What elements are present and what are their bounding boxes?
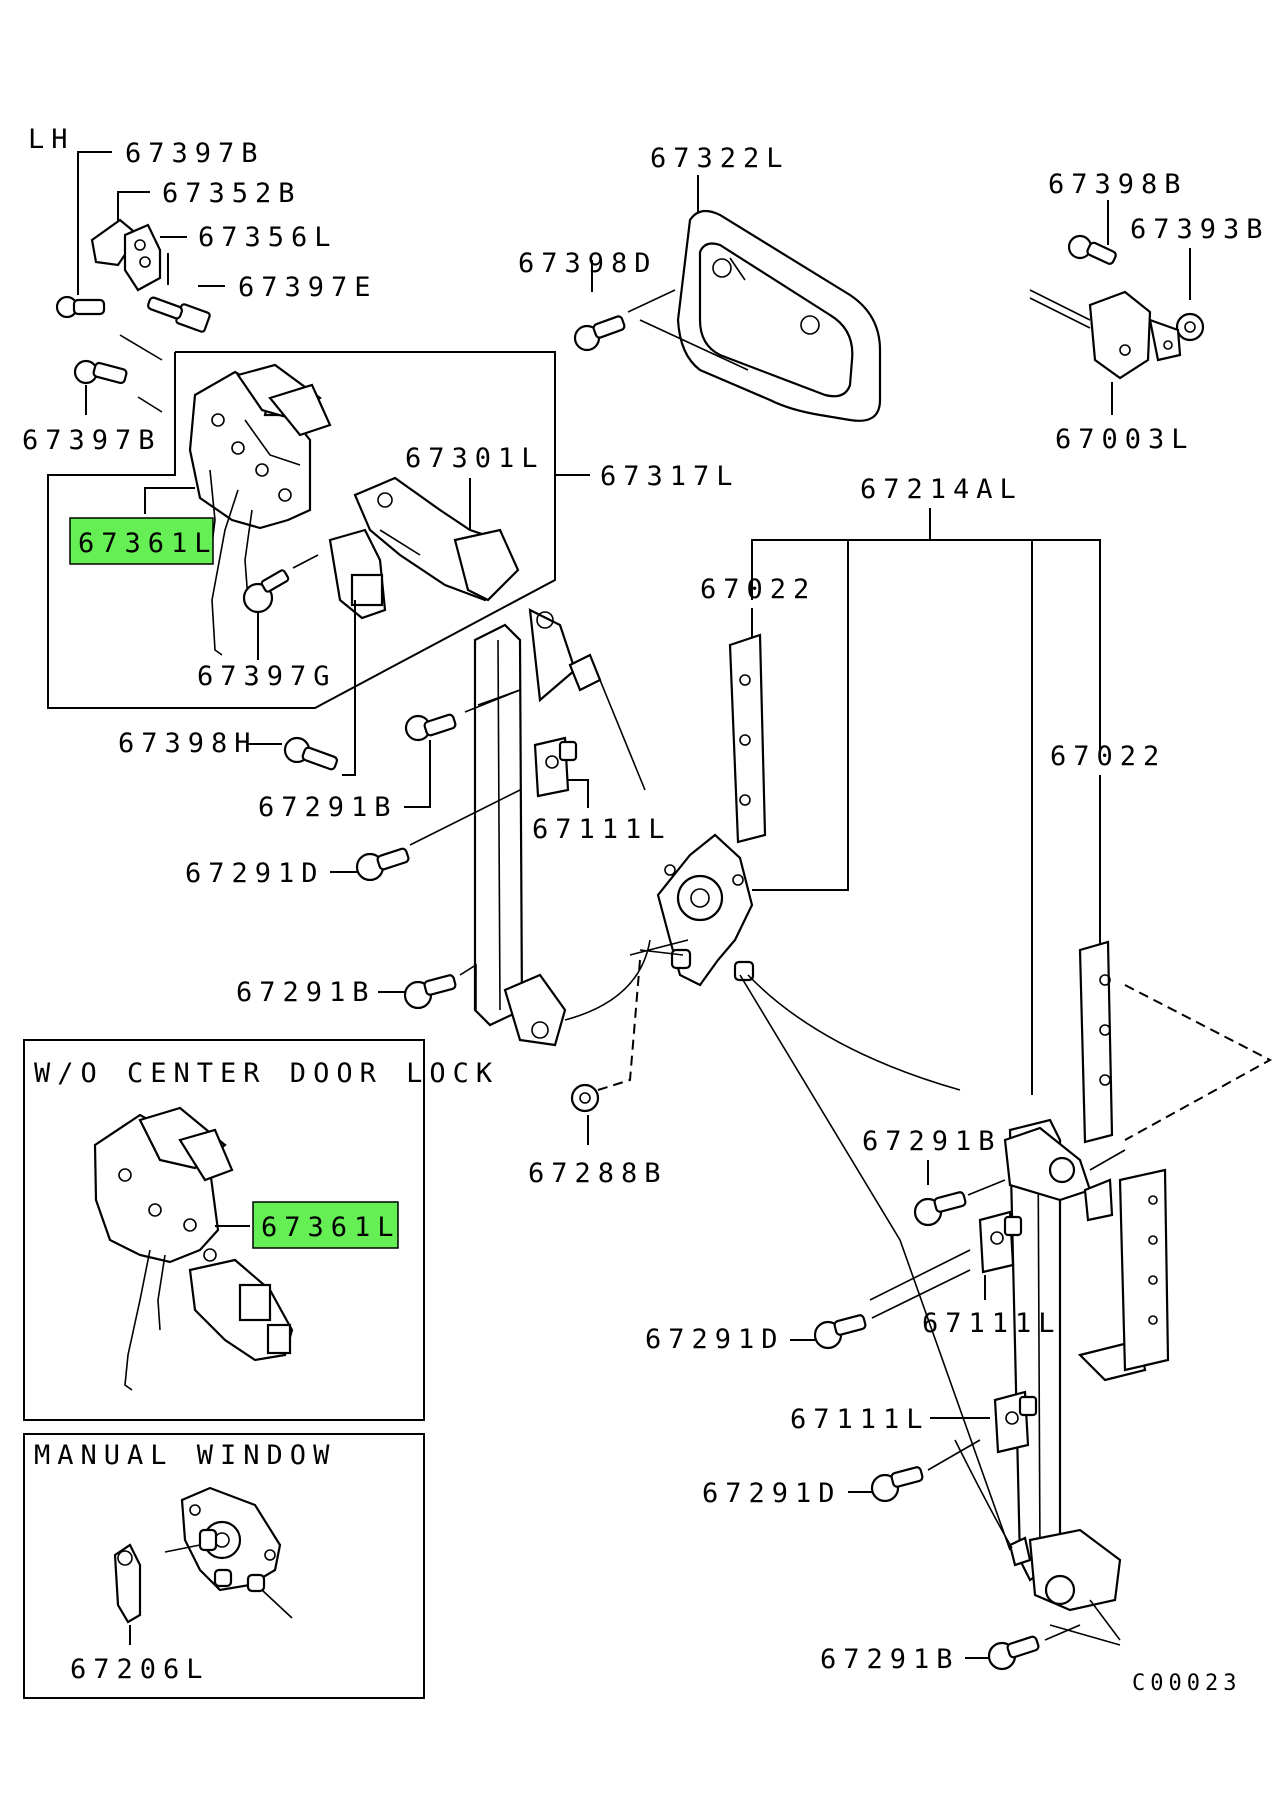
inset-title-wo-center-door-lock: W/O CENTER DOOR LOCK — [34, 1058, 499, 1089]
part-label-67398B[interactable]: 67398B — [1048, 169, 1188, 200]
part-label-67397B-left[interactable]: 67397B — [22, 425, 162, 456]
bolt-icon — [1067, 234, 1117, 265]
part-label-67291D-a[interactable]: 67291D — [185, 858, 325, 889]
window-switch — [1029, 289, 1182, 380]
part-label-67361L-inset[interactable]: 67361L — [261, 1212, 401, 1243]
switch-bracket — [328, 528, 387, 620]
part-label-67291D-b[interactable]: 67291D — [645, 1324, 785, 1355]
part-label-67022-b[interactable]: 67022 — [1050, 741, 1166, 772]
part-label-67301L[interactable]: 67301L — [405, 443, 545, 474]
regulator-motor — [656, 833, 755, 987]
assembly-outline — [47, 351, 556, 709]
part-label-67291B-b[interactable]: 67291B — [236, 977, 376, 1008]
bolt-icon — [813, 1314, 867, 1350]
part-label-67352B[interactable]: 67352B — [162, 178, 302, 209]
part-label-67003L[interactable]: 67003L — [1055, 424, 1195, 455]
part-label-67111L-b[interactable]: 67111L — [922, 1308, 1062, 1339]
window-crank-handle — [113, 1543, 142, 1624]
diagram-code: C00023 — [1132, 1671, 1241, 1696]
part-label-67022-a[interactable]: 67022 — [700, 574, 816, 605]
part-label-67111L-c[interactable]: 67111L — [790, 1404, 930, 1435]
part-label-67397B[interactable]: 67397B — [125, 138, 265, 169]
bolt-icon — [870, 1466, 924, 1503]
glass-channel — [1078, 940, 1114, 1144]
door-lock-actuator — [188, 363, 332, 561]
part-label-67214AL[interactable]: 67214AL — [860, 474, 1023, 505]
nut-icon — [1175, 312, 1205, 342]
bolt-icon — [355, 847, 410, 882]
regulator-rail-right — [1003, 1118, 1170, 1612]
inside-handle-bezel — [676, 209, 882, 422]
part-label-67206L[interactable]: 67206L — [70, 1654, 210, 1685]
part-label-67397G[interactable]: 67397G — [197, 661, 337, 692]
part-label-67322L[interactable]: 67322L — [650, 143, 790, 174]
part-label-67291B-c[interactable]: 67291B — [862, 1126, 1002, 1157]
rod — [211, 489, 239, 656]
bolt-icon — [403, 974, 457, 1010]
part-label-67291D-c[interactable]: 67291D — [702, 1478, 842, 1509]
side-label: LH — [28, 124, 75, 155]
glass-clip — [533, 736, 578, 798]
bolt-icon — [404, 713, 457, 742]
part-label-67361L[interactable]: 67361L — [78, 528, 218, 559]
actuator-motor — [353, 476, 520, 602]
screw-icon — [242, 569, 290, 614]
bolt-icon — [913, 1191, 967, 1227]
part-label-67291B-d[interactable]: 67291B — [820, 1644, 960, 1675]
part-label-67397E[interactable]: 67397E — [238, 272, 378, 303]
bolt-icon — [573, 315, 626, 352]
glass-clip — [978, 1210, 1023, 1274]
part-label-67111L-a[interactable]: 67111L — [532, 814, 672, 845]
glass-channel — [728, 633, 767, 844]
door-lock-assembly-inset — [93, 1106, 294, 1391]
rod — [244, 509, 253, 601]
bolt-icon — [987, 1635, 1040, 1671]
part-label-67398D[interactable]: 67398D — [518, 248, 658, 279]
part-label-67398H[interactable]: 67398H — [118, 728, 258, 759]
inset-manual-window — [23, 1433, 425, 1699]
inset-wo-center-door-lock — [23, 1039, 425, 1421]
bolt-icon — [55, 295, 106, 319]
manual-regulator-gear — [180, 1486, 282, 1593]
part-label-67393B[interactable]: 67393B — [1130, 214, 1270, 245]
highlighted-part-67361L[interactable] — [69, 517, 214, 565]
part-label-67356L[interactable]: 67356L — [198, 222, 338, 253]
bolt-icon — [73, 359, 128, 385]
part-label-67288B[interactable]: 67288B — [528, 1158, 668, 1189]
glass-clip — [993, 1390, 1038, 1454]
part-label-67291B-a[interactable]: 67291B — [258, 792, 398, 823]
part-label-67317L[interactable]: 67317L — [600, 461, 740, 492]
inset-title-manual-window: MANUAL WINDOW — [34, 1440, 336, 1471]
bolt-icon — [283, 736, 339, 771]
highlighted-part-67361L-inset[interactable] — [252, 1201, 399, 1249]
bolt-icon — [146, 296, 211, 333]
regulator-rail-left — [473, 608, 602, 1047]
nut-icon — [570, 1083, 600, 1113]
